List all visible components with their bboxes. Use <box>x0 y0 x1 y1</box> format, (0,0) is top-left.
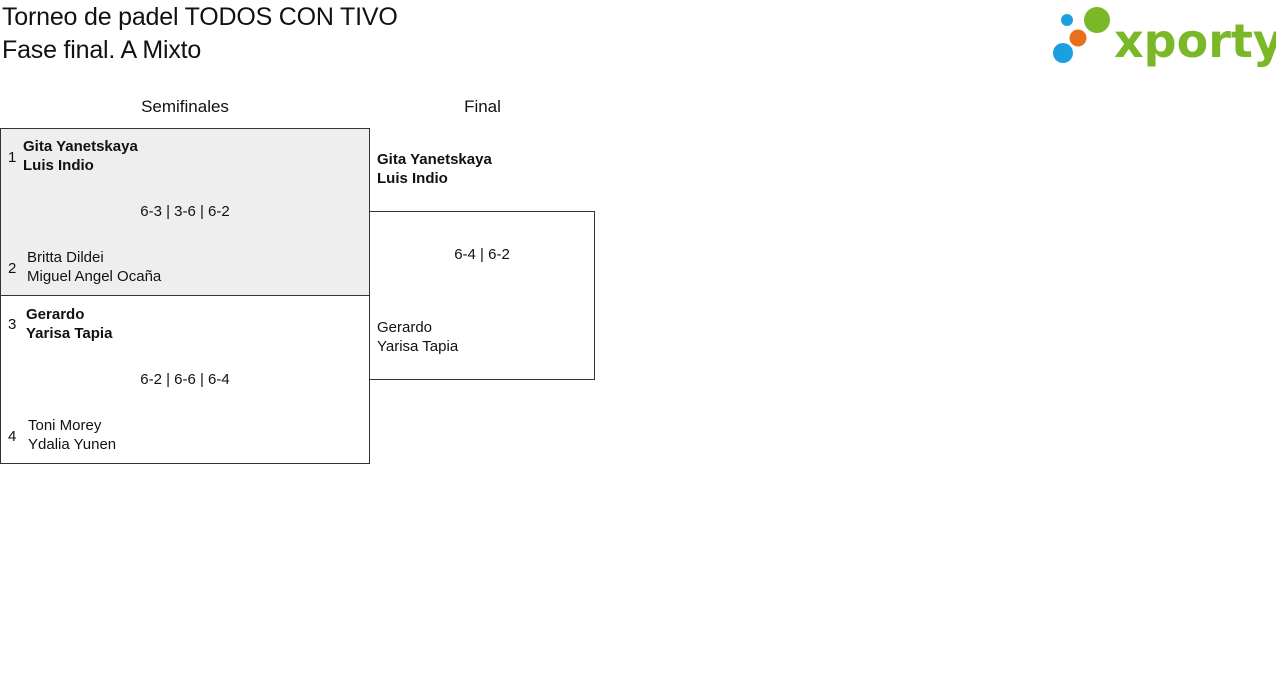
team-seed: 2 <box>8 260 17 277</box>
player-name: Toni Morey <box>28 417 102 434</box>
loser-team: Toni Morey Ydalia Yunen <box>28 416 116 454</box>
semifinal-match-1: 1 Gita Yanetskaya Luis Indio 6-3 | 3-6 |… <box>0 128 370 296</box>
final-match: 6-4 | 6-2 <box>369 211 595 380</box>
logo-dot-blue <box>1053 43 1073 63</box>
tournament-title: Torneo de padel TODOS CON TIVO <box>2 3 398 31</box>
player-name: Gita Yanetskaya <box>377 151 492 168</box>
player-name: Yarisa Tapia <box>377 338 459 355</box>
match-score: 6-3 | 3-6 | 6-2 <box>140 203 230 220</box>
logo-dot-orange <box>1069 29 1087 47</box>
player-name: Miguel Angel Ocaña <box>27 268 162 285</box>
semifinal-match-2: 3 Gerardo Yarisa Tapia 6-2 | 6-6 | 6-4 4… <box>0 295 370 464</box>
player-name: Gerardo <box>26 306 85 323</box>
player-name: Luis Indio <box>23 157 94 174</box>
logo-dot-green <box>1084 7 1110 33</box>
winner-team: Gerardo Yarisa Tapia <box>26 305 112 343</box>
logo-dot-small-blue <box>1061 14 1073 26</box>
player-name: Luis Indio <box>377 170 448 187</box>
xporty-logo: xporty <box>1053 7 1276 68</box>
final-winner-team: Gita Yanetskaya Luis Indio <box>377 150 492 188</box>
logo-text: xporty <box>1114 14 1276 68</box>
winner-team: Gita Yanetskaya Luis Indio <box>23 137 138 175</box>
player-name: Gita Yanetskaya <box>23 138 138 155</box>
player-name: Yarisa Tapia <box>26 325 113 342</box>
player-name: Ydalia Yunen <box>28 436 117 453</box>
team-seed: 1 <box>8 149 17 166</box>
loser-team: Britta Dildei Miguel Angel Ocaña <box>27 248 161 286</box>
match-score: 6-2 | 6-6 | 6-4 <box>140 371 230 388</box>
phase-title: Fase final. A Mixto <box>2 36 202 64</box>
team-seed: 3 <box>8 316 17 333</box>
final-runnerup-team: Gerardo Yarisa Tapia <box>377 318 458 356</box>
player-name: Britta Dildei <box>27 249 104 266</box>
team-seed: 4 <box>8 428 17 445</box>
round-header-final: Final <box>464 97 501 116</box>
player-name: Gerardo <box>377 319 433 336</box>
round-header-semifinals: Semifinales <box>141 97 229 116</box>
match-score: 6-4 | 6-2 <box>454 246 510 263</box>
